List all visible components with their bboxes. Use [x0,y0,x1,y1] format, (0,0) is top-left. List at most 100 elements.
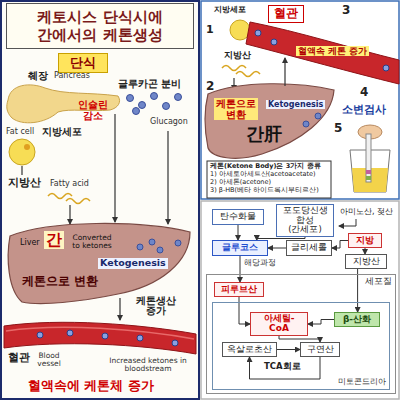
box-text: 구연산 [307,345,334,355]
flow-arrow [308,320,334,325]
text-label: Liver [20,238,40,247]
glucagon-dot [127,95,134,102]
process-box: 옥살로초산 [222,342,277,357]
text-label: 간 [44,231,64,249]
leader-arrow [284,58,285,86]
ketone-dot [137,244,143,250]
title-box: 케토시스 단식시에 간에서의 케톤생성 [6,3,194,49]
text-label: 케톤으로 변환 [22,275,98,289]
pancreas-organ [7,85,120,123]
glucagon-dots [127,93,182,115]
box-text: 탄수화물 [220,212,256,222]
leader-line [21,166,22,175]
group-box: 세포질피루브산미토콘드리아 β-산화 아세틸-CoA 옥살로초산 구연산 [206,274,396,394]
text-label: 3) β-HB(베타 하이드록시부티르산) [210,187,319,194]
title-text: 케토시스 단식시에 간에서의 케톤생성 [20,8,180,44]
box-text: 아세틸-CoA [255,314,303,334]
box-text: 피루브산 [221,285,257,295]
test-strip [366,134,371,182]
process-box: 구연산 [300,342,340,357]
panel [201,1,399,199]
flow-arrow [250,357,321,379]
text-label: 지방세포 [42,126,82,138]
text-label: 케톤(Ketone Body)은 3가지 종류 [210,163,321,170]
box-text: 혈관 [274,7,298,20]
box-text: 지방산 [353,257,380,267]
leader-arrow [167,131,168,224]
test-pad [366,170,371,174]
text-label: 지방산 [224,50,251,60]
group-label: 미토콘드리아 [338,378,386,387]
process-box: 혈관 [268,5,304,23]
box-text: 포도당신생 합성(간세포) [281,206,329,234]
glucagon-dot [163,103,170,110]
text-label: 지방산 [8,177,41,190]
process-box: 단식 [58,53,108,73]
flow-arrow [268,248,286,249]
glucagon-dot [133,108,140,115]
ketone-dots [255,30,389,71]
fat-cell-nucleus [24,144,30,150]
box-text: 글루코스 [222,243,258,253]
ketone-dot [271,39,277,45]
text-label: 인슐린 감소 [76,99,110,121]
panel [201,201,399,399]
fatty-acid [66,199,90,204]
text-label: Blood vessel [34,352,64,369]
urine-liquid [352,168,388,192]
callout-number: 3 [342,4,350,18]
ketone-dots [137,239,181,253]
text-label: Ketogenesis [98,258,168,269]
text-label: Fat cell [6,127,34,136]
text-label: 글루카곤 분비 [118,78,181,90]
fatty-acid [222,66,246,71]
box-text: β-산화 [343,315,371,325]
fatty-acid-chains [48,194,90,204]
flow-arrow [240,256,241,282]
text-label: 혈액속에 케톤체 증가 [28,379,154,393]
glucagon-dot [139,102,146,109]
text-label: TCA회로 [264,362,301,372]
text-label: 케톤생산 증가 [130,296,182,317]
flow-arrow [357,269,358,312]
leader-arrow [69,205,70,224]
test-pad [366,176,371,180]
flow-arrow [332,241,348,249]
vessel-highlight [6,327,194,339]
ketone-dot [172,340,178,346]
ketone-dot [37,332,43,338]
note-box [207,161,331,198]
leader-arrow [339,219,356,226]
text-label: 췌장 [28,70,48,82]
ketone-dot [303,121,309,127]
ketone-dot [137,335,143,341]
flow-arrow [277,349,300,350]
ketone-dot [315,113,321,119]
ketone-dot [175,240,181,246]
leader-arrow [119,298,120,320]
process-box: 지방산 [345,254,387,269]
leader-arrow [114,114,115,222]
box-text: 옥살로초산 [227,345,272,355]
ketone-dot [157,247,163,253]
box-text: 단식 [70,56,96,70]
process-box: 피루브산 [214,282,264,297]
text-label: 2) 아세톤(acetone) [210,179,271,186]
fatty-acid [48,194,72,199]
box-text: 글리세롤 [291,243,327,253]
blood-vessel [4,322,196,354]
glucagon-dot [151,93,158,100]
ketone-dot [102,333,108,339]
text-label: Pancreas [54,71,90,80]
liver-organ [8,223,190,303]
text-label: 혈관 [8,352,30,365]
panel [1,1,199,399]
process-box: 글리세롤 [286,240,332,256]
flow-arrow [238,225,239,240]
callout-number: 5 [334,122,342,136]
group-label: 세포질 [365,277,392,287]
process-box: β-산화 [334,312,380,327]
text-label: 간肝 [246,124,282,145]
ketone-dots [37,330,178,346]
group-box: 미토콘드리아 β-산화 아세틸-CoA 옥살로초산 구연산 [212,302,390,390]
